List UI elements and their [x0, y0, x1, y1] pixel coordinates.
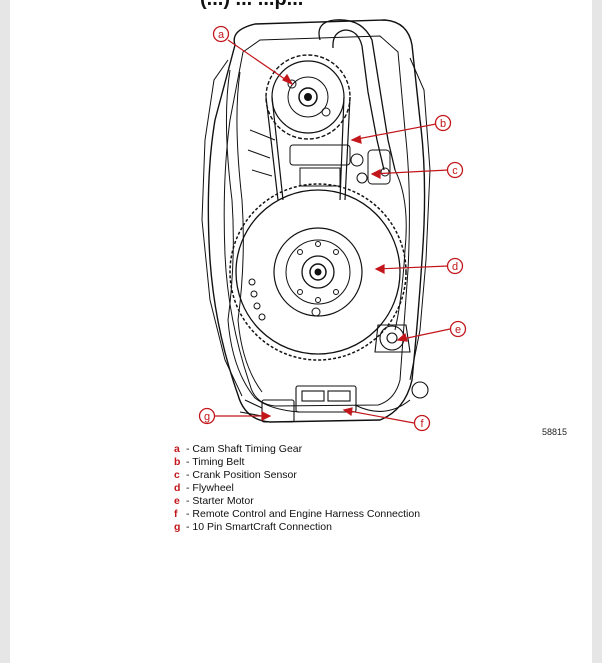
legend-letter: f: [174, 508, 178, 520]
engine-diagram: a b c d e f g: [198, 19, 467, 432]
legend-label: Remote Control and Engine Harness Connec…: [192, 508, 421, 520]
legend-label: Cam Shaft Timing Gear: [192, 443, 303, 455]
cam-gear: [265, 54, 351, 140]
callout-a: a: [218, 29, 225, 41]
callout-letters: a b c d e f g: [204, 29, 461, 430]
callout-f: f: [420, 418, 424, 430]
legend-item-c: c- Crank Position Sensor: [174, 469, 297, 481]
legend-letter: a: [174, 443, 180, 455]
engine-outline: [201, 19, 431, 423]
legend-letter: g: [174, 521, 181, 533]
legend-item-f: f- Remote Control and Engine Harness Con…: [174, 508, 421, 520]
legend-letter: b: [174, 456, 181, 468]
legend-letter: e: [174, 495, 180, 507]
callout-leaders: [215, 39, 451, 424]
document-page: [10, 0, 592, 663]
clipped-heading: (...) ... ...p...: [200, 0, 303, 11]
callout-b: b: [440, 118, 446, 130]
mid-details: [247, 129, 391, 187]
legend-label: 10 Pin SmartCraft Connection: [192, 521, 332, 533]
figure-legend: a- Cam Shaft Timing Gear b- Timing Belt …: [174, 443, 420, 534]
callout-g: g: [204, 411, 210, 423]
legend-letter: d: [174, 482, 181, 494]
right-margin: [592, 0, 602, 663]
legend-label: Timing Belt: [192, 456, 245, 468]
legend-label: Starter Motor: [192, 495, 254, 507]
legend-label: Flywheel: [192, 482, 234, 494]
legend-item-a: a- Cam Shaft Timing Gear: [174, 443, 303, 455]
legend-item-b: b- Timing Belt: [174, 456, 245, 468]
harness-connectors: [239, 381, 429, 423]
callout-c: c: [452, 165, 458, 177]
callout-d: d: [452, 261, 458, 273]
hose-harness: [225, 19, 407, 413]
legend-item-g: g- 10 Pin SmartCraft Connection: [174, 521, 332, 533]
figure-number: 58815: [542, 427, 568, 437]
callout-e: e: [455, 324, 461, 336]
legend-label: Crank Position Sensor: [192, 469, 297, 481]
callout-markers: [198, 25, 467, 432]
legend-item-e: e- Starter Motor: [174, 495, 254, 507]
legend-letter: c: [174, 469, 180, 481]
timing-belt: [265, 96, 351, 201]
legend-item-d: d- Flywheel: [174, 482, 234, 494]
flywheel: [229, 183, 407, 361]
